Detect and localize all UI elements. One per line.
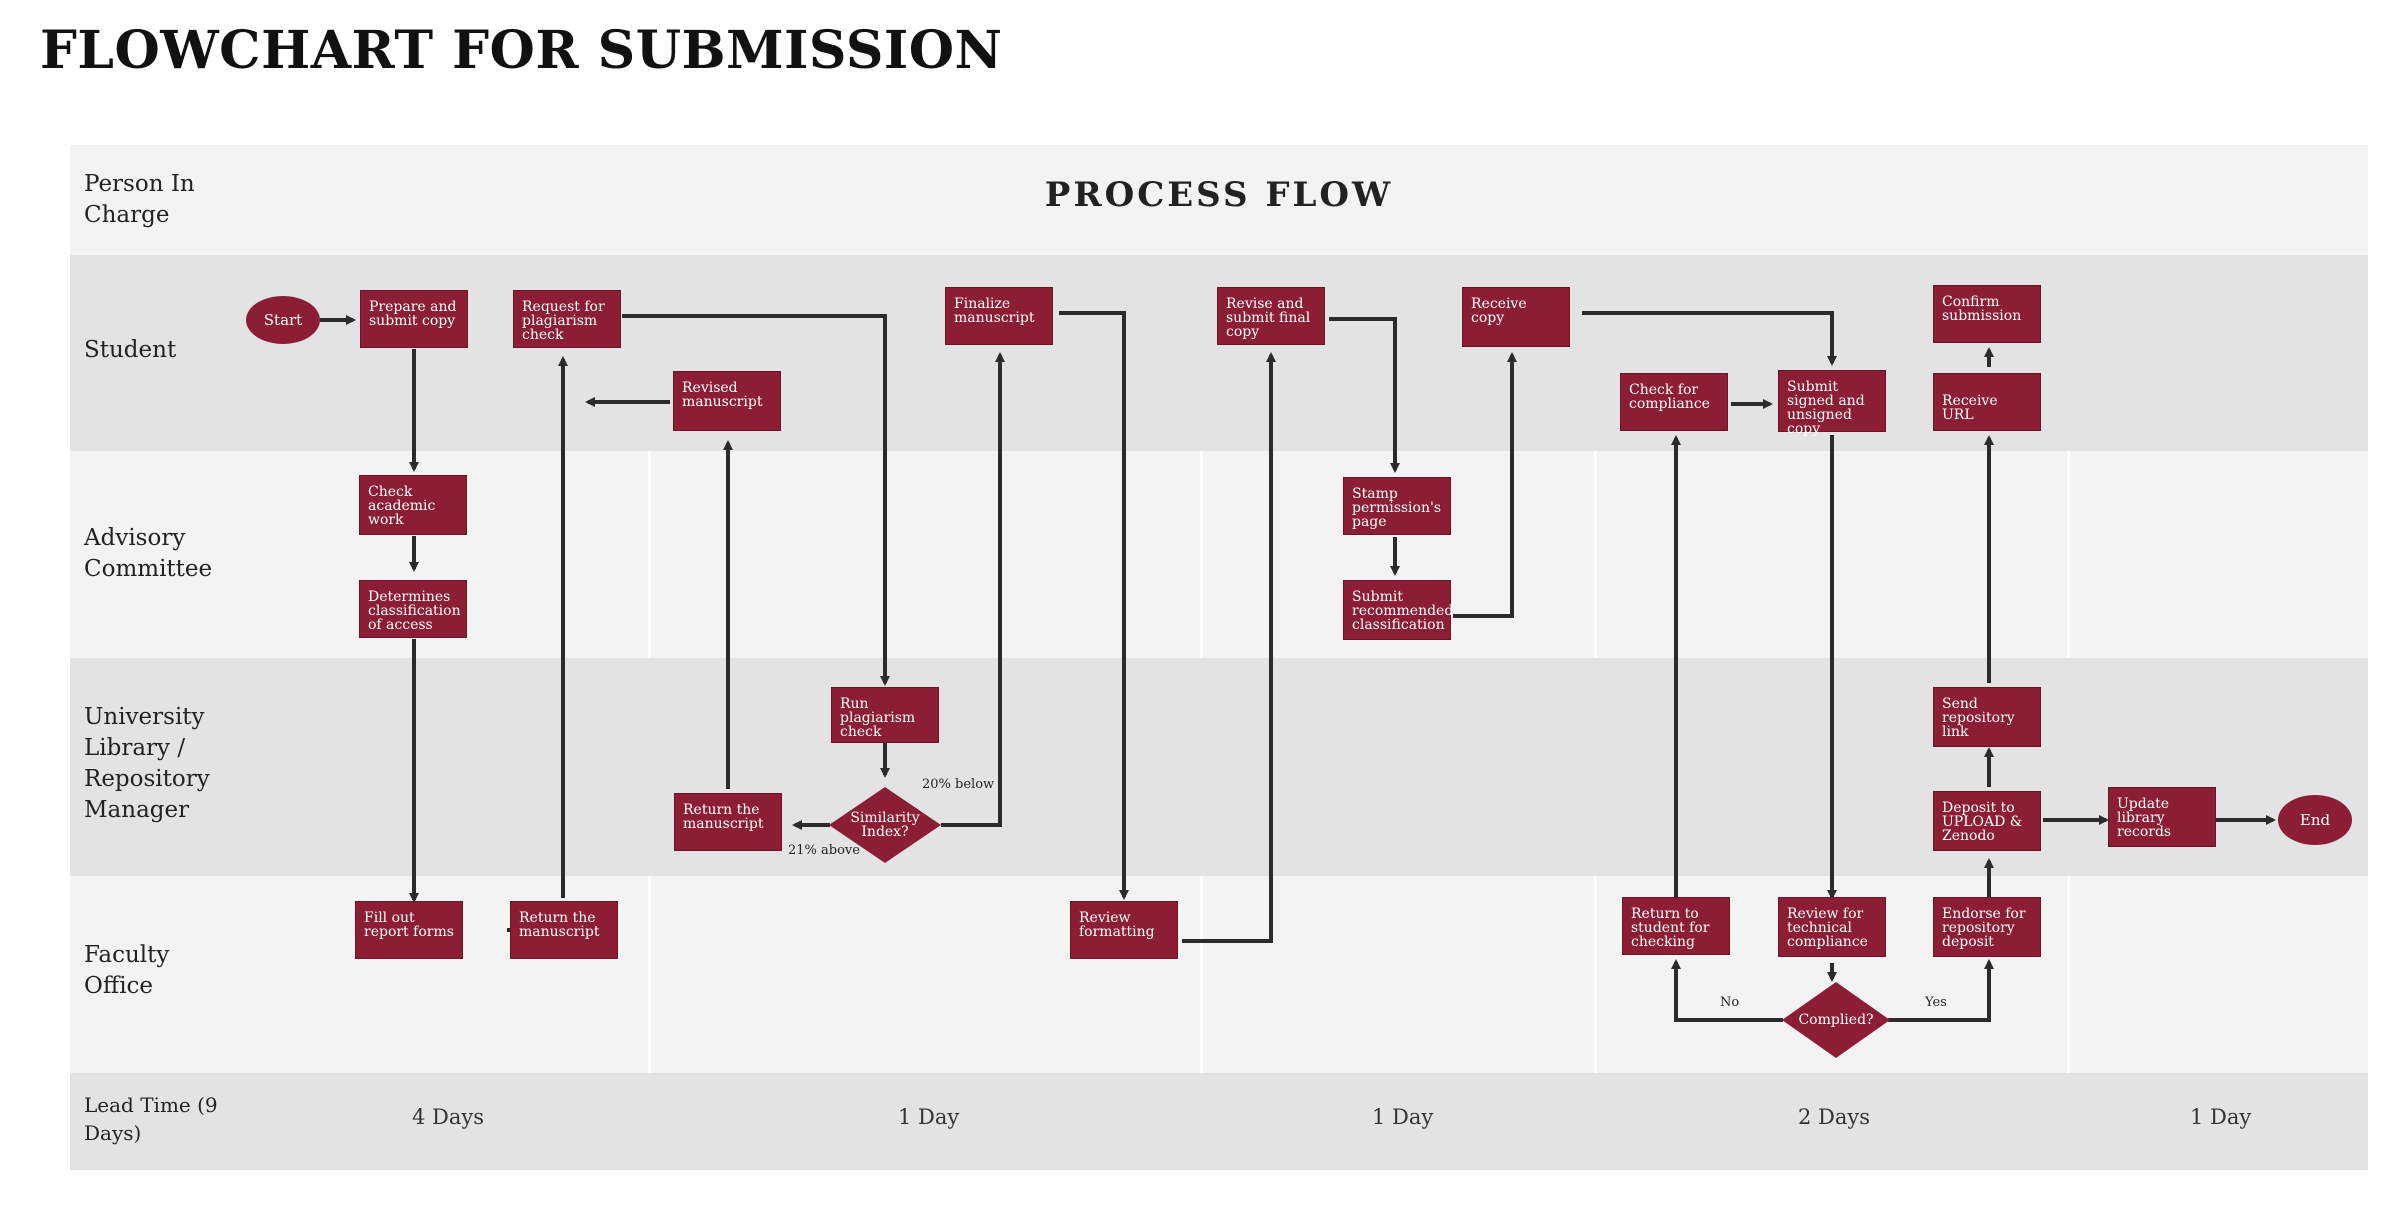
- return-manuscript-library-node: Return the manuscript: [674, 793, 782, 851]
- column-divider: [1200, 876, 1203, 1073]
- revise-submit-node: Revise and submit final copy: [1217, 287, 1325, 345]
- end-node: End: [2278, 795, 2352, 845]
- arrow-complied-to-endorse: [1888, 959, 1994, 1022]
- review-technical-node: Review for technical compliance: [1778, 897, 1886, 957]
- column-divider: [648, 876, 651, 1073]
- complied-label: Complied?: [1798, 1012, 1874, 1028]
- column-divider: [2067, 876, 2070, 1073]
- return-manuscript-faculty-node: Return the manuscript: [510, 901, 618, 959]
- arrow-revise-to-stamp: [1329, 317, 1400, 473]
- receive-url-node: Receive URL: [1933, 373, 2041, 431]
- revised-manuscript-node: Revised manuscript: [673, 371, 781, 431]
- return-to-student-node: Return to student for checking: [1622, 897, 1730, 955]
- lead-time-2: 1 Day: [898, 1105, 960, 1129]
- label-21-above: 21% above: [788, 843, 860, 858]
- arrow-submit-to-receive: [1453, 352, 1517, 618]
- deposit-upload-node: Deposit to UPLOAD & Zenodo: [1933, 791, 2041, 851]
- lane-label-lead-time: Lead Time (9 Days): [84, 1093, 218, 1145]
- process-flow-title: PROCESS FLOW: [1044, 175, 1394, 215]
- receive-copy-node: Receive copy: [1462, 287, 1570, 347]
- lead-time-4: 2 Days: [1798, 1105, 1871, 1129]
- swimlane-chart: Person In Charge PROCESS FLOW Student Ad…: [70, 145, 2368, 1170]
- run-plagiarism-node: Run plagiarism check: [831, 687, 939, 743]
- determines-classification-node: Determines classification of access: [359, 580, 467, 638]
- endorse-deposit-node: Endorse for repository deposit: [1933, 897, 2041, 957]
- page-title: FLOWCHART FOR SUBMISSION: [40, 20, 1003, 81]
- fill-out-forms-node: Fill out report forms: [355, 901, 463, 959]
- update-library-records-node: Update library records: [2108, 787, 2216, 847]
- send-repository-link-node: Send repository link: [1933, 687, 2041, 747]
- similarity-index-label: Similarity Index?: [850, 810, 920, 840]
- column-divider: [1594, 876, 1597, 1073]
- finalize-manuscript-node: Finalize manuscript: [945, 287, 1053, 345]
- confirm-submission-node: Confirm submission: [1933, 285, 2041, 343]
- lane-lead-time: Lead Time (9 Days): [70, 1073, 2368, 1170]
- lane-label-faculty: Faculty Office: [84, 942, 170, 999]
- lead-time-5: 1 Day: [2190, 1105, 2252, 1129]
- column-divider: [648, 451, 651, 658]
- arrow-review-to-revise: [1182, 352, 1276, 943]
- stamp-permission-node: Stamp permission's page: [1343, 477, 1451, 535]
- column-divider: [1200, 451, 1203, 658]
- review-formatting-node: Review formatting: [1070, 901, 1178, 959]
- similarity-index-decision: Similarity Index?: [829, 787, 941, 863]
- submit-recommended-node: Submit recommended classification: [1343, 580, 1453, 640]
- start-node: Start: [246, 296, 320, 344]
- check-academic-node: Check academic work: [359, 475, 467, 535]
- arrow-similarity-to-finalize: [941, 352, 1005, 827]
- header-band: Person In Charge PROCESS FLOW: [70, 145, 2368, 255]
- label-no: No: [1720, 995, 1740, 1010]
- prepare-submit-node: Prepare and submit copy: [360, 290, 468, 348]
- arrow-finalize-to-review: [1059, 311, 1129, 900]
- label-yes: Yes: [1925, 995, 1947, 1010]
- lead-time-1: 4 Days: [412, 1105, 485, 1129]
- lane-label-advisory: Advisory Committee: [84, 525, 213, 582]
- submit-signed-node: Submit signed and unsigned copy: [1778, 370, 1886, 436]
- arrow-complied-to-return: [1671, 959, 1783, 1022]
- lead-time-3: 1 Day: [1372, 1105, 1434, 1129]
- lane-label-library: University Library / Repository Manager: [84, 704, 210, 823]
- flow-arrows: [320, 311, 2276, 1058]
- arrow-request-to-run: [622, 314, 890, 686]
- complied-decision: Complied?: [1782, 982, 1890, 1058]
- similarity-diamond-shape: [829, 787, 941, 863]
- arrow-receive-to-signed: [1582, 311, 1837, 366]
- person-in-charge-label: Person In Charge: [84, 171, 195, 228]
- column-divider: [1594, 451, 1597, 658]
- lane-label-student: Student: [84, 337, 177, 363]
- label-20-below: 20% below: [922, 777, 995, 792]
- complied-diamond-shape: [1782, 982, 1890, 1058]
- request-plagiarism-node: Request for plagiarism check: [513, 290, 621, 348]
- column-divider: [2067, 451, 2070, 658]
- check-compliance-node: Check for compliance: [1620, 373, 1728, 431]
